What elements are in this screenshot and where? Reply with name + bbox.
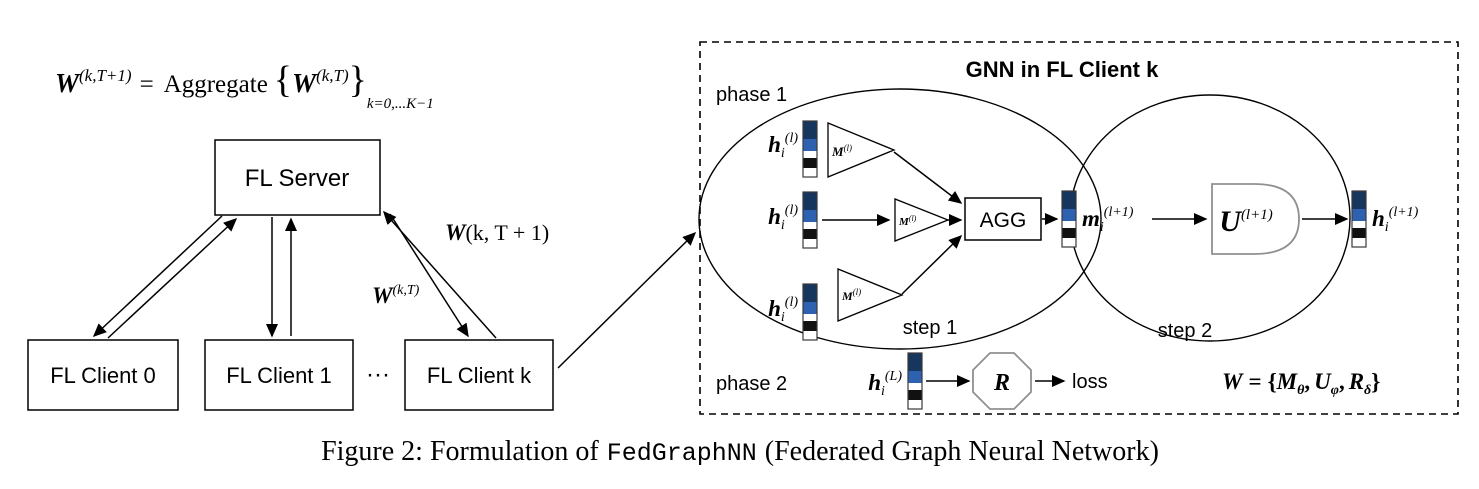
- h-output-label: hi(l+1): [1372, 205, 1419, 235]
- update-fn-shape: [1211, 183, 1300, 255]
- fl-client-1-label: FL Client 1: [226, 363, 332, 388]
- fl-client-k-label: FL Client k: [427, 363, 532, 388]
- aggregated-message-vector: [1061, 190, 1077, 248]
- gnn-panel-border: [699, 41, 1459, 415]
- readout-octagon: [972, 352, 1032, 410]
- weights-set-label: W={Mθ,Uφ,Rδ}: [1222, 369, 1380, 398]
- fl-client-0-box: [27, 339, 179, 411]
- message-fn-label-2: M(l): [898, 214, 917, 228]
- update-fn-label: U(l+1): [1219, 205, 1272, 238]
- message-fn-triangle-1: [827, 122, 896, 178]
- aggregate-formula: W(k,T+1)=Aggregate{W(k,T)}k=0,...K−1: [55, 59, 434, 112]
- message-fn-label-1: M(l): [831, 143, 852, 159]
- fl-server-label: FL Server: [245, 165, 349, 192]
- arrow-msg1-to-agg: [893, 151, 963, 204]
- arrow-clientk-to-server: [383, 210, 497, 339]
- h-output-vector: [1351, 190, 1367, 248]
- fl-client-k-box: [404, 339, 554, 411]
- step2-label: step 2: [1158, 320, 1212, 342]
- arrow-msg3-to-agg: [901, 234, 963, 295]
- clients-ellipsis: ···: [366, 361, 390, 388]
- h-input-label-3: hi(l): [768, 295, 798, 325]
- arrow-clientk-to-gnn-panel: [557, 231, 697, 369]
- agg-box: [964, 197, 1042, 241]
- phase1-label: phase 1: [716, 84, 787, 106]
- phase2-label: phase 2: [716, 373, 787, 395]
- m-output-label: mi(l+1): [1082, 205, 1134, 235]
- h-input-vector-2: [802, 191, 818, 249]
- message-fn-label-3: M(l): [841, 287, 861, 303]
- weight-upload-label: W(k, T + 1): [445, 220, 549, 245]
- weight-download-label: W(k,T): [372, 283, 420, 308]
- loss-label: loss: [1072, 371, 1108, 393]
- h-final-vector: [907, 352, 923, 410]
- fl-server-box: [214, 139, 381, 216]
- h-final-label: hi(L): [868, 369, 902, 399]
- step1-ellipse: [698, 88, 1102, 350]
- h-input-vector-1: [802, 120, 818, 178]
- arrow-client0-to-server: [107, 217, 238, 339]
- fl-client-0-label: FL Client 0: [50, 363, 156, 388]
- arrow-server-to-client0: [92, 215, 223, 338]
- message-fn-triangle-2: [894, 198, 950, 242]
- step1-label: step 1: [903, 317, 957, 339]
- h-input-vector-3: [802, 283, 818, 341]
- h-input-label-1: hi(l): [768, 131, 798, 161]
- gnn-title: GNN in FL Client k: [966, 57, 1159, 82]
- h-input-label-2: hi(l): [768, 203, 798, 233]
- readout-label: R: [993, 370, 1010, 396]
- message-fn-triangle-3: [837, 268, 904, 322]
- agg-label: AGG: [980, 209, 1027, 232]
- fl-client-1-box: [204, 339, 354, 411]
